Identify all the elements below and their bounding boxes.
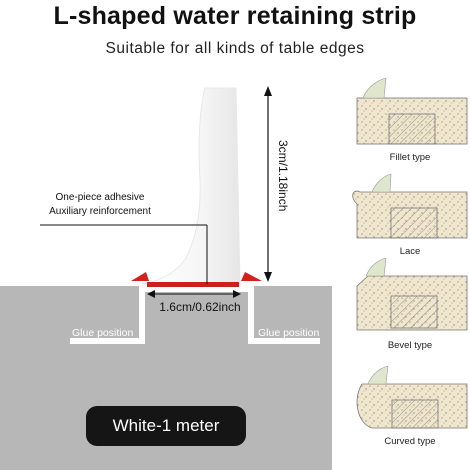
- page-title: L-shaped water retaining strip: [53, 2, 417, 30]
- edge-type-lace: [352, 173, 468, 239]
- edge-type-fillet: [356, 77, 468, 145]
- glue-position-left: Glue position: [72, 327, 134, 339]
- adhesive-tape: [147, 282, 239, 287]
- adhesive-label: One-piece adhesive Auxiliary reinforceme…: [44, 191, 156, 219]
- groove: [70, 286, 320, 344]
- right-red-triangle: [241, 272, 262, 281]
- adhesive-label-line2: Auxiliary reinforcement: [49, 206, 151, 217]
- glue-position-right: Glue position: [258, 327, 320, 339]
- retaining-strip: [141, 87, 241, 285]
- edge-type-label-fillet: Fillet type: [389, 152, 431, 163]
- length-badge: White-1 meter: [86, 406, 246, 446]
- edge-type-curved: [356, 365, 468, 429]
- adhesive-label-line1: One-piece adhesive: [55, 192, 145, 203]
- height-measure-label: 3cm/1.18inch: [276, 140, 290, 212]
- width-measure-label: 1.6cm/0.62inch: [159, 300, 241, 314]
- edge-type-label-curved: Curved type: [384, 436, 436, 447]
- page-subtitle: Suitable for all kinds of table edges: [105, 40, 365, 57]
- edge-type-label-bevel: Bevel type: [387, 340, 433, 351]
- left-red-triangle: [131, 272, 149, 281]
- edge-type-label-lace: Lace: [399, 246, 421, 257]
- edge-type-bevel: [356, 257, 468, 331]
